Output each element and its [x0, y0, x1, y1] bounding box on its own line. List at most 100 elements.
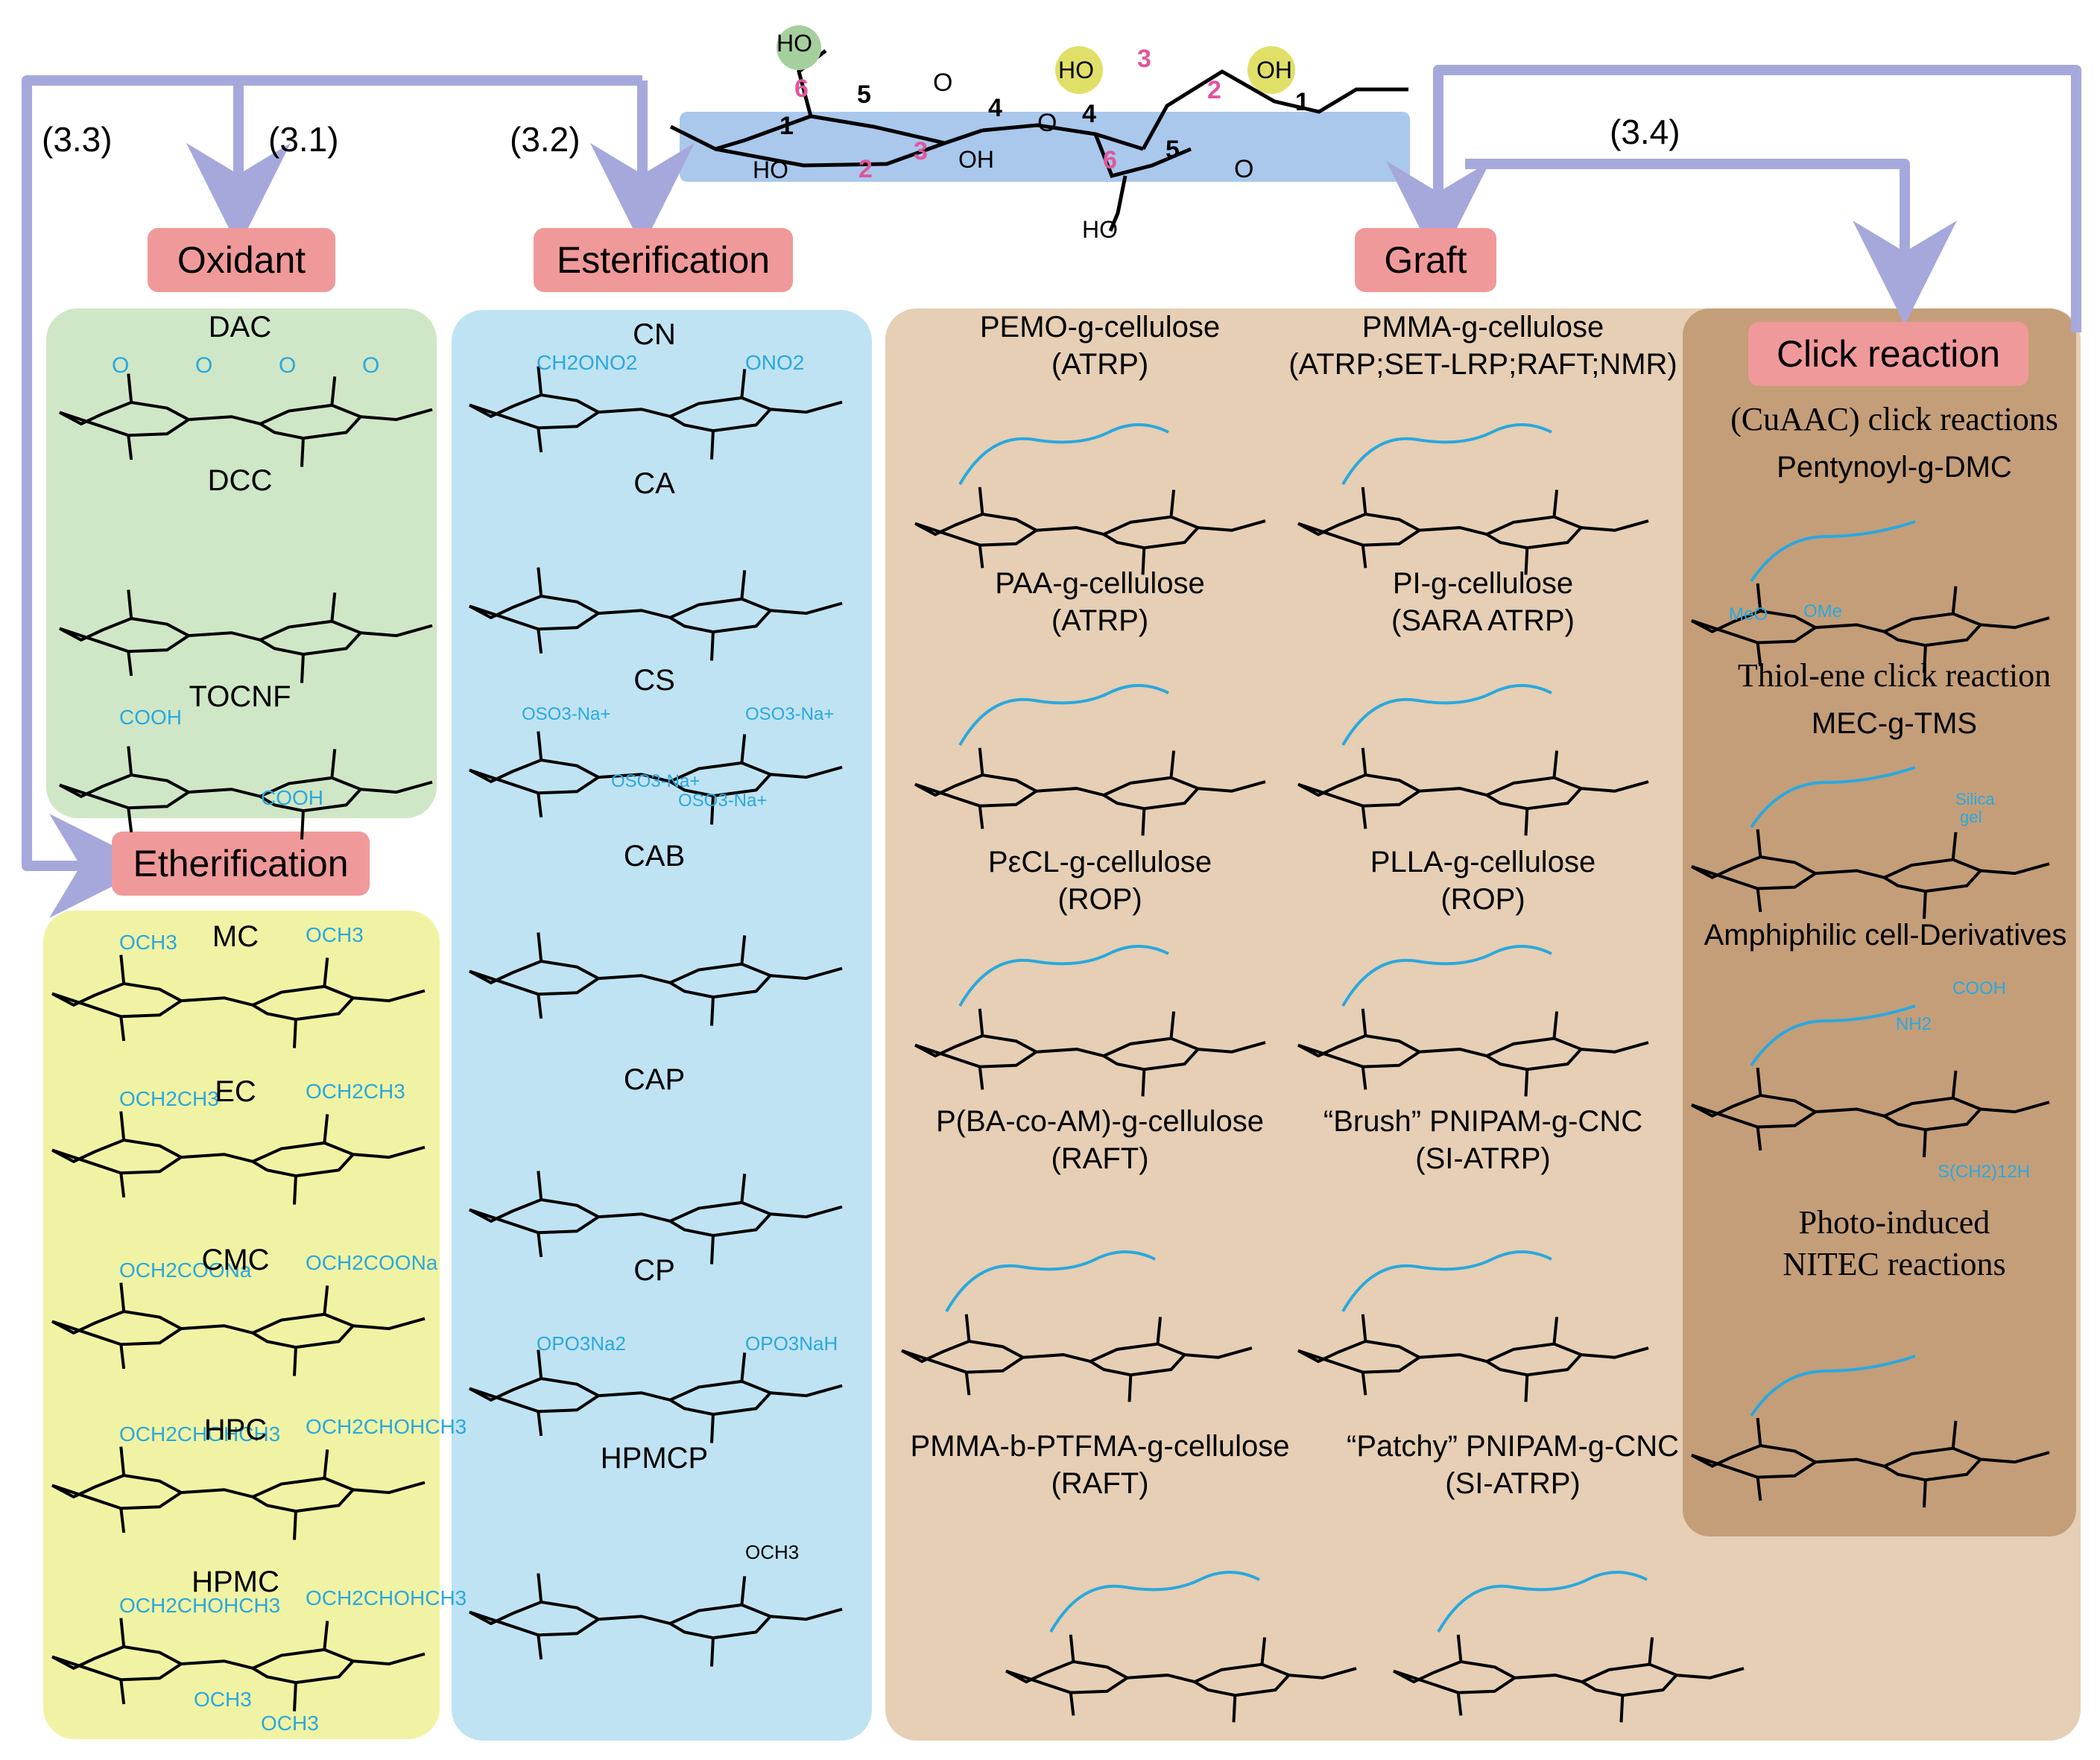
cp-structure	[469, 1349, 843, 1443]
graft-pi: PI-g-cellulose(SARA ATRP)	[1391, 567, 1575, 637]
ether-hpc: HPC	[203, 1414, 268, 1446]
position-2: 2	[1207, 76, 1221, 104]
click-chain	[1750, 520, 1916, 583]
graft-pecl: PεCL-g-cellulose(ROP)	[987, 846, 1212, 916]
atom-ring-oxygen: O	[933, 69, 953, 97]
graft-structure-9	[1393, 1634, 1745, 1723]
step-3-2: (3.2)	[510, 120, 581, 159]
click-pentynoyl: Pentynoyl-g-DMC	[1777, 451, 2012, 484]
graft-chain	[1049, 1571, 1260, 1633]
atom-ho: HO	[753, 156, 788, 183]
atom-oh: OH	[958, 146, 994, 173]
ether-ec: EC	[215, 1075, 256, 1108]
position-5: 5	[1166, 136, 1180, 164]
click-label: S(CH2)12H	[1938, 1162, 2030, 1182]
ether-cmc: CMC	[201, 1244, 270, 1276]
graft-chain	[1341, 423, 1552, 485]
hpmc-substituent: OCH3	[194, 1688, 252, 1711]
hpmc-substituent: OCH3	[261, 1712, 319, 1735]
ether-mc: MC	[212, 920, 259, 953]
ester-ca: CA	[633, 467, 675, 500]
graft-chain	[1437, 1571, 1648, 1633]
graft-brush-pnipam: “Brush” PNIPAM-g-CNC(SI-ATRP)	[1323, 1105, 1643, 1175]
hpc-structure	[51, 1446, 426, 1540]
cn-substituent: CH2ONO2	[537, 351, 637, 374]
mc-structure	[51, 955, 426, 1048]
click-cuaac: (CuAAC) click reactions	[1730, 401, 2058, 437]
dac-structure	[59, 373, 433, 467]
graft-chain	[945, 1250, 1156, 1312]
ec-substituent: OCH2CH3	[306, 1080, 405, 1103]
click-label: Silica	[1955, 790, 1995, 808]
position-6: 6	[1103, 146, 1117, 174]
cmc-substituent: OCH2COONa	[306, 1251, 438, 1274]
cap-structure	[469, 1171, 843, 1264]
cs-substituent: OSO3-Na+	[678, 791, 767, 811]
click-structure-3	[1691, 1417, 2050, 1508]
graft-structure-0	[914, 487, 1266, 575]
graft-chain	[958, 423, 1169, 485]
ec-substituent: OCH2CH3	[119, 1087, 219, 1110]
cs-substituent: OSO3-Na+	[745, 704, 834, 724]
click-label: gel	[1960, 808, 1982, 826]
click-chain	[1750, 766, 1916, 829]
dac-aldehyde: O	[112, 353, 129, 378]
graft-structure-8	[1005, 1634, 1357, 1723]
ester-cap: CAP	[623, 1063, 686, 1096]
cs-structure	[469, 731, 843, 825]
hpmcp-substituent: OCH3	[745, 1541, 799, 1563]
atom-oh: OH	[1256, 57, 1292, 83]
hpc-substituent: OCH2CHOHCH3	[119, 1422, 280, 1446]
graft-plla: PLLA-g-cellulose(ROP)	[1370, 846, 1596, 916]
position-4: 4	[988, 94, 1002, 122]
cs-substituent: OSO3-Na+	[611, 771, 700, 791]
atom-ring-oxygen: O	[1234, 155, 1254, 183]
esterification-label: Esterification	[534, 228, 793, 292]
hpc-substituent: OCH2CHOHCH3	[306, 1415, 467, 1438]
ester-hpmcp: HPMCP	[600, 1442, 709, 1475]
dcc-structure	[59, 589, 433, 683]
oxidant-tocnf: TOCNF	[189, 680, 291, 713]
oxidant-panel	[46, 308, 437, 818]
graft-structure-4	[914, 1008, 1266, 1097]
etherification-panel	[43, 911, 440, 1739]
position-1: 1	[779, 112, 794, 140]
click-structure-2	[1691, 1067, 2050, 1158]
oxidant-label: Oxidant	[148, 228, 335, 292]
step-3-4: (3.4)	[1610, 113, 1680, 151]
click-label: OMe	[1803, 601, 1842, 621]
tocnf-structure	[59, 746, 433, 840]
position-5: 5	[857, 80, 871, 109]
atom-ho: HO	[1058, 57, 1094, 83]
click-photo-induced: Photo-induced	[1798, 1204, 1990, 1241]
cab-structure	[469, 932, 843, 1026]
graft-chain	[958, 945, 1169, 1007]
position-6: 6	[794, 75, 809, 103]
ester-cp: CP	[633, 1254, 675, 1287]
graft-structure-5	[1297, 1008, 1649, 1097]
graft-pemo: PEMO-g-cellulose(ATRP)	[979, 311, 1221, 381]
click-structure-1	[1691, 829, 2050, 919]
ca-structure	[469, 567, 843, 661]
atom-ho: HO	[1082, 216, 1118, 243]
click-label: MeO	[1729, 604, 1768, 624]
position-1: 1	[1295, 88, 1309, 116]
graft-label: Graft	[1355, 228, 1496, 292]
hpmc-structure	[51, 1618, 426, 1712]
step-3-1: (3.1)	[268, 120, 339, 159]
ester-cs: CS	[633, 664, 675, 697]
position-3: 3	[1137, 45, 1151, 73]
ether-hpmc: HPMC	[192, 1566, 279, 1598]
graft-structure-1	[1297, 487, 1649, 575]
cmc-substituent: OCH2COONa	[119, 1259, 252, 1282]
position-4: 4	[1082, 100, 1096, 128]
ester-cn: CN	[633, 318, 676, 351]
tocnf-carboxyl: COOH	[119, 706, 182, 729]
mc-substituent: OCH3	[119, 931, 177, 954]
mc-substituent: OCH3	[306, 923, 364, 946]
cmc-structure	[51, 1282, 426, 1376]
cn-substituent: ONO2	[745, 351, 804, 374]
graft-pmma: PMMA-g-cellulose(ATRP;SET-LRP;RAFT;NMR)	[1288, 311, 1677, 381]
